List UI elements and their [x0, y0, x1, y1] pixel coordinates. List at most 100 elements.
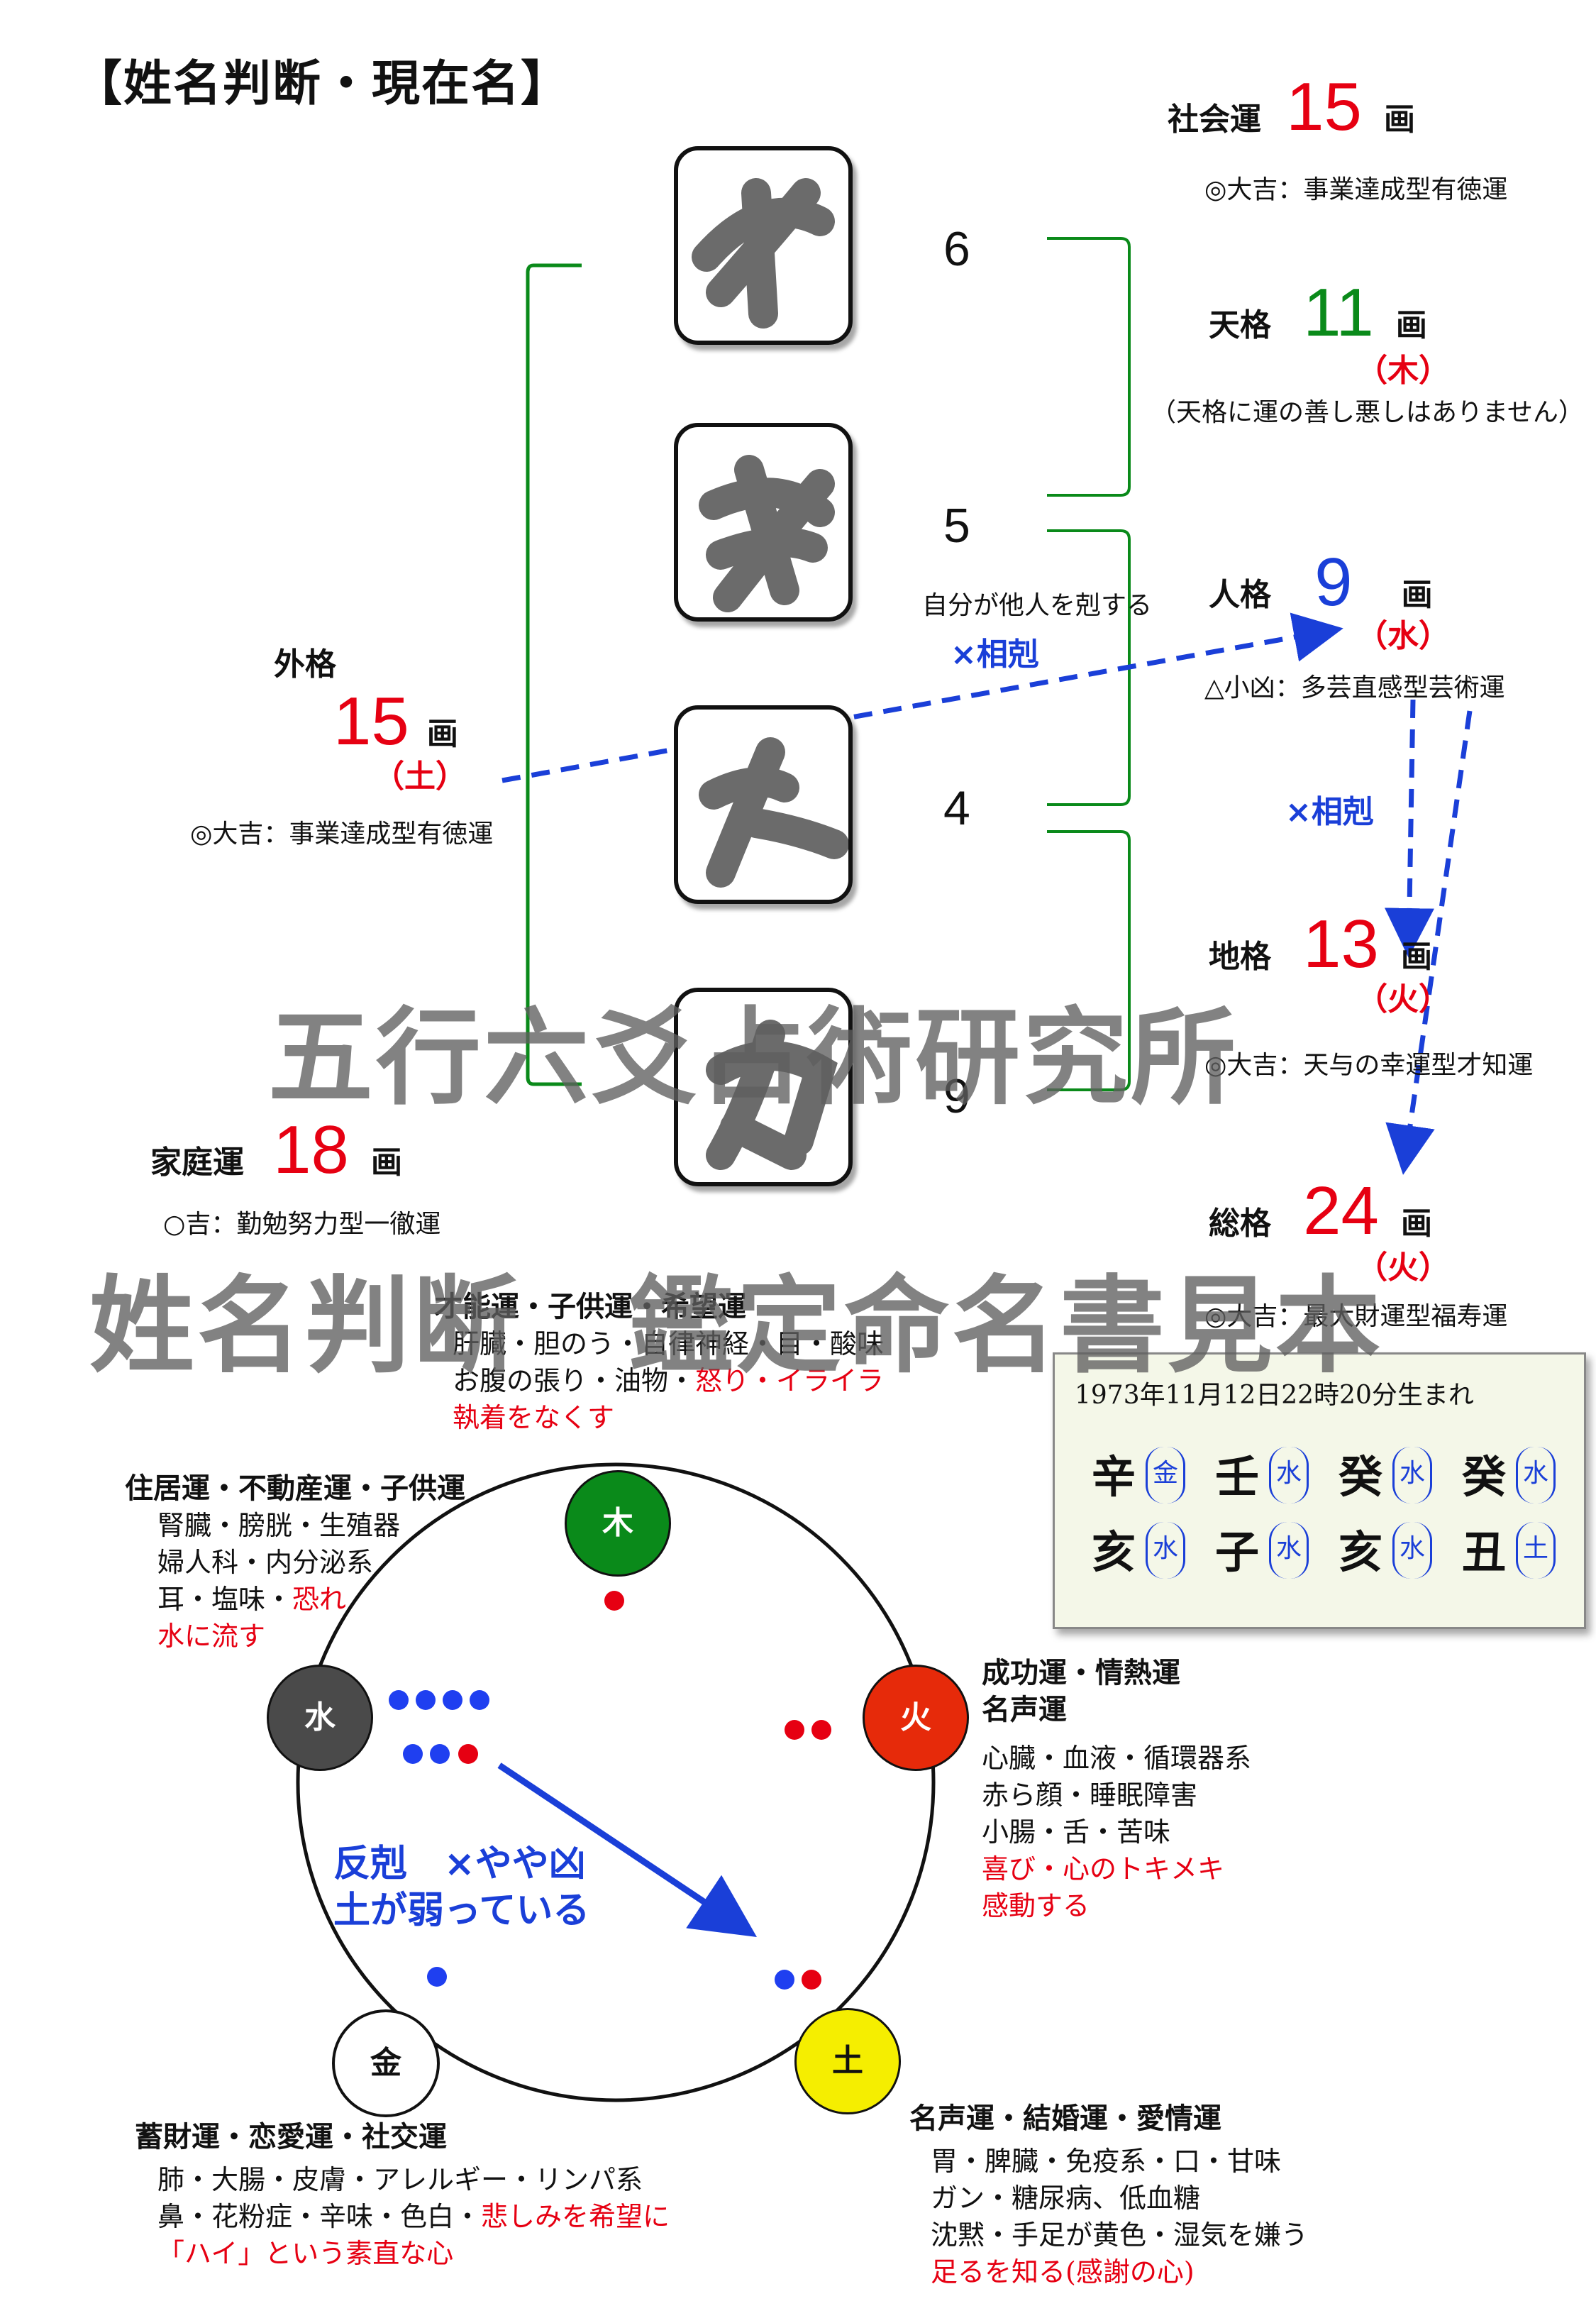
- gaikaku-bracket: [526, 263, 582, 1086]
- balance-note: 反剋 ×やや凶 土が弱っている: [333, 1841, 589, 1934]
- metal-count-dot: [427, 1967, 447, 1987]
- gaikaku-row: 15 画: [333, 683, 458, 761]
- name-char-box: [674, 146, 853, 345]
- sokaku-element: （火）: [1356, 1249, 1450, 1286]
- fire-notes-heading: 名声運: [982, 1694, 1067, 1726]
- element-earth-label: 土: [832, 2043, 863, 2079]
- water-count-dot: [389, 1690, 409, 1710]
- water-to-earth-arrow: [497, 1762, 757, 1937]
- wood-notes-heading: 才能運・子供運・希望運: [434, 1291, 746, 1323]
- element-fire-label: 火: [900, 1699, 931, 1736]
- element-earth-node: 土: [794, 2008, 901, 2114]
- balance-note-line2: 土が弱っている: [333, 1890, 590, 1932]
- katei-label: 家庭運: [150, 1144, 244, 1181]
- name-char-box: [674, 705, 853, 904]
- metal-notes-heading: 蓄財運・恋愛運・社交運: [135, 2121, 447, 2153]
- metal-notes-line: 鼻・花粉症・辛味・色白・悲しみを希望に: [157, 2198, 670, 2235]
- earth-notes-line: ガン・糖尿病、低血糖: [931, 2183, 1201, 2214]
- katei-unit: 画: [370, 1144, 402, 1181]
- gaikaku-to-jinkaku-arrow: [501, 612, 1343, 783]
- water-notes-line: 耳・塩味・恐れ: [157, 1581, 465, 1618]
- tenkaku-bracket: [1047, 237, 1131, 497]
- jinkaku-label: 人格: [1209, 577, 1271, 613]
- fire-count-dot: [785, 1720, 804, 1740]
- scribbled-character-icon: [699, 455, 835, 612]
- wood-count-dot: [604, 1591, 624, 1611]
- element-water-node: 水: [267, 1665, 373, 1771]
- water-notes: 住居運・不動産運・子供運 腎臓・膀胱・生殖器 婦人科・内分泌系 耳・塩味・恐れ …: [125, 1470, 465, 1655]
- sokoku-label-upper: ×相剋: [951, 636, 1039, 673]
- self-over-other-text: 自分が他人を剋する: [922, 591, 1153, 620]
- element-fire-node: 火: [863, 1665, 969, 1771]
- tenkaku-desc: （天格に運の善し悪しはありません）: [1151, 398, 1584, 427]
- water-count-dot: [443, 1690, 462, 1710]
- sokaku-label: 総格: [1209, 1206, 1271, 1242]
- jinkaku-bracket: [1047, 529, 1131, 806]
- four-pillars-box: 1973年11月12日22時20分生まれ 辛 金 壬 水 癸 水 癸 水 亥 水…: [1053, 1352, 1586, 1629]
- water-notes-advice: 水に流す: [157, 1621, 266, 1652]
- earth-count-dot: [775, 1970, 794, 1990]
- chikaku-bracket: [1047, 830, 1131, 1091]
- earth-notes-line: 胃・脾臓・免疫系・口・甘味: [931, 2146, 1282, 2177]
- name-char-box: [674, 423, 853, 622]
- jinkaku-element: （水）: [1356, 618, 1450, 654]
- earth-count-dot-red: [802, 1970, 821, 1990]
- pillar-branch: 亥: [1092, 1526, 1136, 1578]
- sokaku-unit: 画: [1400, 1206, 1432, 1242]
- gaikaku-value: 15: [333, 683, 409, 759]
- pillar-branch: 丑: [1462, 1526, 1507, 1578]
- chikaku-element: （火）: [1356, 981, 1450, 1017]
- wood-notes: 才能運・子供運・希望運 肝臓・胆のう・自律神経・目・酸味 お腹の張り・油物・怒り…: [434, 1289, 884, 1436]
- chikaku-value: 13: [1303, 906, 1379, 982]
- jinkaku-value: 9: [1314, 544, 1353, 620]
- jinkaku-unit: 画: [1401, 577, 1433, 613]
- fire-count-dot: [811, 1720, 831, 1740]
- chikaku-desc: ◎大吉：天与の幸運型才知運: [1204, 1051, 1534, 1080]
- jinkaku-to-sokaku-arrow: [1385, 710, 1473, 1175]
- wood-notes-line: お腹の張り・油物・怒り・イライラ: [453, 1362, 884, 1399]
- water-notes-heading: 住居運・不動産運・子供運: [125, 1472, 465, 1505]
- shakai-label: 社会運: [1168, 101, 1261, 138]
- water-notes-line-part: 耳・塩味・: [157, 1584, 293, 1615]
- chikaku-unit: 画: [1400, 939, 1432, 975]
- gaikaku-desc: ◎大吉：事業達成型有徳運: [190, 820, 494, 849]
- sokoku-label-lower: ×相剋: [1285, 794, 1374, 830]
- tenkaku-value: 11: [1303, 275, 1374, 351]
- pillar-stem: 癸: [1339, 1451, 1383, 1503]
- pillar-branch-element: 水: [1392, 1522, 1432, 1579]
- katei-desc: ○吉：勤勉努力型一徹運: [163, 1210, 441, 1239]
- tenkaku-row: 天格 11 画: [1209, 274, 1427, 352]
- earth-notes-advice: 足るを知る(感謝の心): [931, 2256, 1195, 2288]
- birth-date: 1973年11月12日22時20分生まれ: [1075, 1381, 1474, 1410]
- pillar-stem-element: 金: [1146, 1447, 1185, 1504]
- name-char-box: [674, 988, 853, 1186]
- balance-note-line1: 反剋 ×やや凶: [333, 1843, 586, 1885]
- name-char-strokes: 4: [943, 781, 970, 835]
- pillar-stem-element: 水: [1269, 1447, 1309, 1504]
- name-char-strokes: 5: [943, 499, 970, 553]
- fire-notes-line: 心臓・血液・循環器系: [982, 1743, 1252, 1774]
- water-notes-line: 婦人科・内分泌系: [157, 1547, 374, 1578]
- name-char-strokes: 9: [943, 1069, 970, 1123]
- pillar-branch: 亥: [1339, 1526, 1383, 1578]
- water-count-dot: [470, 1690, 489, 1710]
- metal-notes-emotion: 悲しみを希望に: [481, 2201, 670, 2232]
- metal-notes-line-part: 鼻・花粉症・辛味・色白・: [157, 2201, 482, 2232]
- pillar-branch: 子: [1215, 1526, 1260, 1578]
- pillar-stem-element: 水: [1516, 1447, 1556, 1504]
- fire-notes-heading: 成功運・情熱運: [982, 1657, 1180, 1689]
- fire-notes-line: 小腸・舌・苦味: [982, 1816, 1171, 1848]
- sokaku-row: 総格 24 画: [1209, 1172, 1432, 1250]
- tenkaku-unit: 画: [1395, 307, 1427, 343]
- scribbled-character-icon: [706, 1020, 838, 1170]
- wood-notes-advice: 執着をなくす: [453, 1402, 615, 1433]
- tenkaku-element: （木）: [1356, 353, 1450, 389]
- name-char-strokes: 6: [943, 222, 970, 276]
- earth-notes-line: 沈黙・手足が黄色・湿気を嫌う: [931, 2219, 1309, 2251]
- pillar-branch-element: 水: [1146, 1522, 1185, 1579]
- fire-notes-emotion: 喜び・心のトキメキ: [982, 1853, 1225, 1885]
- wood-notes-emotion: 怒り・イライラ: [695, 1365, 885, 1396]
- chikaku-row: 地格 13 画: [1209, 905, 1432, 983]
- pillar-stem: 辛: [1092, 1451, 1136, 1503]
